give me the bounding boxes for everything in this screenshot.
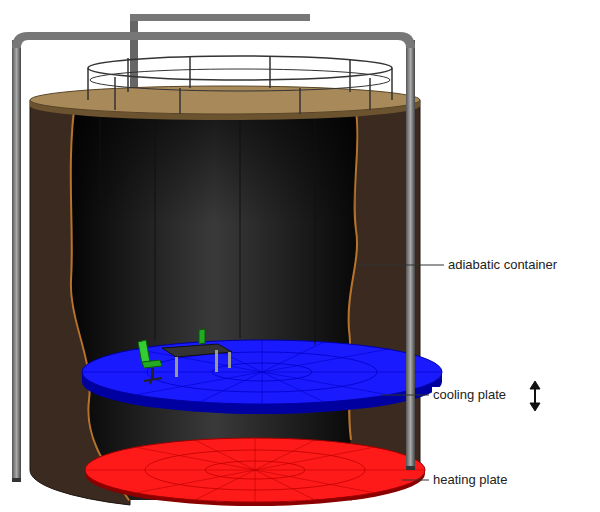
leader-lines (358, 265, 444, 480)
support-frame (12, 32, 415, 482)
railing (88, 56, 392, 114)
part-label: adiabatic container (447, 257, 558, 273)
desk-and-chair (138, 329, 232, 384)
heating-plate (85, 438, 425, 506)
suspension-wires (100, 110, 315, 355)
part-label: heating plate (432, 472, 508, 488)
cooling-plate (82, 340, 442, 414)
part-label: cooling plate (432, 387, 507, 403)
movement-arrow (530, 381, 540, 411)
